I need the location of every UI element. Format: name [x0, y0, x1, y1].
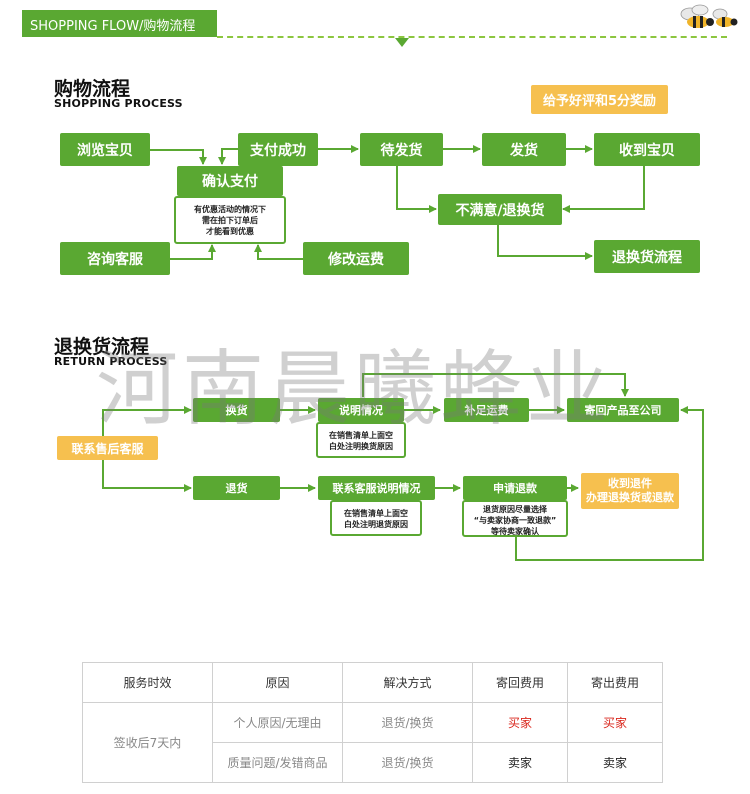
- send-fee-cell: 卖家: [567, 742, 663, 783]
- browse-step: 浏览宝贝: [60, 133, 150, 166]
- ship-step: 发货: [482, 133, 566, 166]
- consult-step: 咨询客服: [60, 242, 170, 275]
- return-flow-step: 退换货流程: [594, 240, 700, 273]
- exchange-note-line: 白处注明换货原因: [329, 442, 393, 451]
- explain-step: 说明情况: [318, 398, 404, 422]
- bee-icon: [680, 4, 738, 28]
- exchange-note: 在销售清单上面空 白处注明换货原因: [316, 422, 406, 458]
- reason-cell: 个人原因/无理由: [212, 702, 343, 743]
- service-table: 服务时效 原因 解决方式 寄回费用 寄出费用 签收后7天内 个人原因/无理由 退…: [82, 662, 663, 783]
- exchange-note-line: 在销售清单上面空: [329, 431, 393, 440]
- pay-success-step: 支付成功: [238, 133, 318, 166]
- solution-cell: 退货/换货: [342, 742, 473, 783]
- table-header: 服务时效: [82, 662, 213, 703]
- refund-note: 在销售清单上面空 白处注明退货原因: [330, 500, 422, 536]
- apply-note-line: 等待卖家确认: [491, 527, 539, 536]
- refund-step: 退货: [193, 476, 280, 500]
- refund-note-line: 白处注明退货原因: [344, 520, 408, 529]
- refund-note-line: 在销售清单上面空: [344, 509, 408, 518]
- header-down-arrow-icon: [395, 38, 409, 47]
- reason-cell: 质量问题/发错商品: [212, 742, 343, 783]
- header-title: SHOPPING FLOW/购物流程: [30, 19, 196, 34]
- discount-note-line: 需在拍下订单后: [202, 216, 258, 225]
- table-header: 解决方式: [342, 662, 473, 703]
- exchange-step: 换货: [193, 398, 280, 422]
- shopping-title: 购物流程: [54, 78, 131, 100]
- send-fee-cell: 买家: [567, 702, 663, 743]
- discount-note-line: 有优惠活动的情况下: [194, 205, 266, 214]
- apply-refund-step: 申请退款: [463, 476, 567, 500]
- contact-explain-step: 联系客服说明情况: [318, 476, 435, 500]
- table-header-row: 服务时效 原因 解决方式 寄回费用 寄出费用: [82, 662, 663, 703]
- received-line: 收到退件: [608, 477, 652, 490]
- solution-cell: 退货/换货: [342, 702, 473, 743]
- shopping-subtitle: SHOPPING PROCESS: [54, 97, 183, 110]
- await-ship-step: 待发货: [360, 133, 443, 166]
- header-banner: SHOPPING FLOW/购物流程: [22, 10, 217, 37]
- return-fee-cell: 买家: [472, 702, 568, 743]
- return-subtitle: RETURN PROCESS: [54, 355, 168, 368]
- table-header: 原因: [212, 662, 343, 703]
- return-title: 退换货流程: [54, 336, 150, 358]
- table-row: 签收后7天内 个人原因/无理由 退货/换货 买家 买家: [82, 702, 663, 783]
- received-refund-badge: 收到退件 办理退换货或退款: [581, 473, 679, 509]
- table-row: 质量问题/发错商品 退货/换货 卖家 卖家: [83, 742, 663, 783]
- apply-note-line: “与卖家协商一致退款”: [473, 516, 557, 525]
- discount-note-line: 才能看到优惠: [206, 227, 254, 236]
- reward-badge: 给予好评和5分奖励: [531, 85, 668, 114]
- apply-note-line: 退货原因尽量选择: [483, 505, 547, 514]
- table-header: 寄出费用: [567, 662, 663, 703]
- header-divider: [217, 36, 727, 38]
- modify-fee-step: 修改运费: [303, 242, 409, 275]
- confirm-pay-step: 确认支付: [177, 166, 283, 196]
- received-line: 办理退换货或退款: [586, 491, 674, 504]
- discount-note: 有优惠活动的情况下 需在拍下订单后 才能看到优惠: [174, 196, 286, 244]
- receive-step: 收到宝贝: [594, 133, 700, 166]
- contact-aftersales-badge: 联系售后客服: [57, 436, 158, 460]
- return-fee-cell: 卖家: [472, 742, 568, 783]
- table-header: 寄回费用: [472, 662, 568, 703]
- unsatisfied-step: 不满意/退换货: [438, 194, 562, 225]
- send-back-step: 寄回产品至公司: [567, 398, 679, 422]
- period-cell: 签收后7天内: [82, 702, 213, 783]
- apply-refund-note: 退货原因尽量选择 “与卖家协商一致退款” 等待卖家确认: [462, 500, 568, 537]
- watermark: 河南晨曦蜂业: [96, 342, 613, 437]
- supplement-fee-step: 补足运费: [444, 398, 529, 422]
